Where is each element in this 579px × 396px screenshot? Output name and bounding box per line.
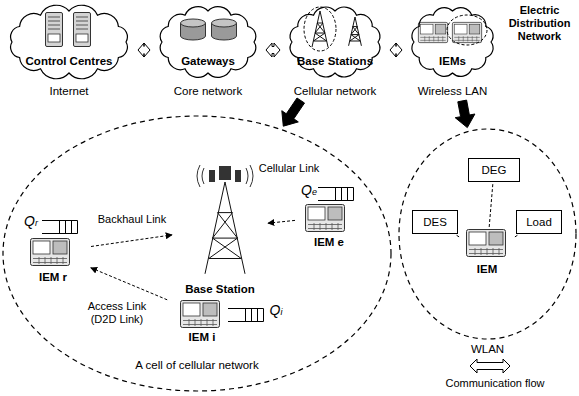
cloud-outline: [283, 2, 387, 82]
network-cloud: IEMsWireless LAN: [405, 2, 500, 98]
queue-label: Qe: [300, 182, 318, 200]
node-label: Control Centres: [3, 54, 135, 68]
node-label: Gateways: [153, 54, 263, 68]
network-cloud: Base StationsCellular network: [283, 2, 387, 98]
dashed-ellipse: [2, 115, 392, 392]
cloud-outline: [405, 2, 500, 82]
cloud-outline: [3, 2, 135, 82]
component-box: DES: [412, 210, 458, 234]
zoom-arrow: [455, 100, 475, 128]
link-line: [489, 183, 493, 227]
node-label: Wireless LAN: [405, 84, 500, 98]
legend-sample: [470, 359, 510, 373]
iem-device: IEM i: [170, 300, 285, 350]
component-box: Load: [516, 210, 562, 234]
link-line: [91, 235, 172, 247]
node-label: Core network: [153, 84, 263, 98]
queue-label: Qr: [22, 213, 40, 231]
box-label: DEG: [482, 163, 507, 177]
communication-arrow: [266, 43, 280, 57]
region-label: Electric Distribution Network: [503, 4, 576, 43]
communication-arrow: [390, 43, 402, 57]
node-label: Internet: [3, 84, 135, 98]
node-label: Cellular network: [283, 84, 387, 98]
wlan-region: WLAN IEM DEG DES Load: [398, 128, 577, 360]
cell-region: A cell of cellular networkBase StationIE…: [2, 115, 392, 392]
legend-text: Communication flow: [420, 377, 570, 390]
zoom-arrow: [282, 98, 305, 126]
link-line: [268, 220, 295, 223]
network-cloud: Control CentresInternet: [3, 2, 135, 98]
node-label: IEM: [460, 262, 514, 276]
base-station: Base Station: [175, 158, 265, 298]
link-label: Cellular Link: [258, 162, 320, 175]
link-label: Access Link (D2D Link): [78, 300, 156, 326]
node-label: WLAN: [398, 342, 577, 356]
queue-label: Qi: [267, 302, 285, 320]
node-label: IEM i: [172, 330, 232, 344]
box-label: DES: [423, 215, 447, 229]
link-line: [91, 268, 167, 300]
link-line: [455, 235, 459, 237]
node-label: IEM e: [298, 235, 360, 249]
network-cloud: GatewaysCore network: [153, 2, 263, 98]
node-label: Base Station: [175, 282, 265, 296]
iem-device: IEM: [460, 228, 514, 280]
link-label: Backhaul Link: [90, 213, 174, 226]
node-label: Base Stations: [283, 54, 387, 68]
node-label: A cell of cellular network: [2, 358, 392, 372]
component-box: DEG: [468, 158, 520, 182]
communication-arrow: [138, 43, 150, 57]
link-line: [515, 235, 519, 237]
box-label: Load: [526, 215, 552, 229]
node-label: IEMs: [405, 54, 500, 68]
node-label: IEM r: [18, 270, 88, 284]
cloud-outline: [153, 2, 263, 82]
